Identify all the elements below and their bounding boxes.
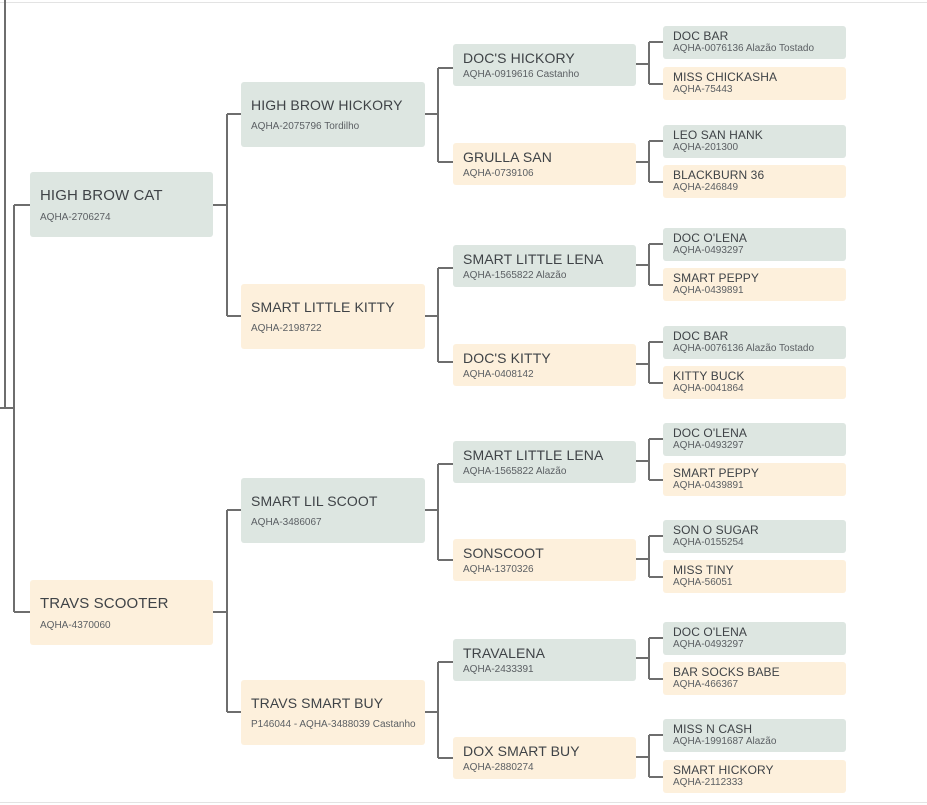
horse-registration: AQHA-56051: [673, 577, 733, 588]
horse-registration: AQHA-0439891: [673, 480, 744, 491]
horse-name: SMART HICKORY: [673, 763, 774, 777]
pedigree-node-gen2[interactable]: SMART LIL SCOOT AQHA-3486067: [241, 478, 425, 543]
horse-registration: AQHA-75443: [673, 84, 733, 95]
horse-name: SMART LIL SCOOT: [251, 493, 378, 509]
pedigree-node-gen3[interactable]: DOX SMART BUY AQHA-2880274: [453, 737, 636, 779]
pedigree-node-gen4[interactable]: BAR SOCKS BABE AQHA-466367: [663, 662, 846, 695]
horse-registration: AQHA-4370060: [40, 620, 111, 631]
pedigree-node-gen4[interactable]: DOC O'LENA AQHA-0493297: [663, 622, 846, 655]
horse-registration: AQHA-466367: [673, 679, 739, 690]
pedigree-node-gen3[interactable]: DOC'S HICKORY AQHA-0919616 Castanho: [453, 44, 636, 86]
horse-name: BAR SOCKS BABE: [673, 665, 780, 679]
horse-name: MISS CHICKASHA: [673, 70, 778, 84]
horse-name: HIGH BROW CAT: [40, 187, 163, 204]
pedigree-node-gen4[interactable]: DOC BAR AQHA-0076136 Alazão Tostado: [663, 26, 846, 59]
pedigree-node-gen3[interactable]: SONSCOOT AQHA-1370326: [453, 539, 636, 581]
horse-name: HIGH BROW HICKORY: [251, 97, 403, 113]
pedigree-node-gen4[interactable]: DOC O'LENA AQHA-0493297: [663, 423, 846, 456]
horse-name: DOC BAR: [673, 29, 729, 43]
horse-registration: AQHA-0408142: [463, 369, 534, 380]
pedigree-node-dam[interactable]: TRAVS SCOOTER AQHA-4370060: [30, 580, 213, 645]
pedigree-node-gen2[interactable]: HIGH BROW HICKORY AQHA-2075796 Tordilho: [241, 82, 425, 147]
horse-registration: AQHA-0155254: [673, 537, 744, 548]
horse-registration: AQHA-1991687 Alazão: [673, 736, 777, 747]
horse-name: DOC O'LENA: [673, 231, 747, 245]
horse-name: DOC'S KITTY: [463, 350, 551, 366]
horse-registration: AQHA-0493297: [673, 440, 744, 451]
pedigree-node-gen4[interactable]: SMART HICKORY AQHA-2112333: [663, 760, 846, 793]
pedigree-node-gen4[interactable]: MISS CHICKASHA AQHA-75443: [663, 67, 846, 100]
pedigree-node-gen2[interactable]: SMART LITTLE KITTY AQHA-2198722: [241, 284, 425, 349]
pedigree-node-gen4[interactable]: DOC O'LENA AQHA-0493297: [663, 228, 846, 261]
horse-name: SMART PEPPY: [673, 271, 760, 285]
horse-name: MISS N CASH: [673, 722, 753, 736]
pedigree-node-gen4[interactable]: SMART PEPPY AQHA-0439891: [663, 463, 846, 496]
horse-name: TRAVALENA: [463, 645, 546, 661]
horse-registration: AQHA-0919616 Castanho: [463, 69, 580, 80]
horse-name: MISS TINY: [673, 563, 734, 577]
horse-name: DOC O'LENA: [673, 625, 747, 639]
horse-name: SMART LITTLE KITTY: [251, 299, 395, 315]
horse-registration: AQHA-0439891: [673, 285, 744, 296]
pedigree-node-gen4[interactable]: KITTY BUCK AQHA-0041864: [663, 366, 846, 399]
horse-registration: AQHA-2433391: [463, 664, 534, 675]
horse-registration: AQHA-2706274: [40, 212, 111, 223]
horse-registration: AQHA-1565822 Alazão: [463, 270, 567, 281]
horse-registration: AQHA-2880274: [463, 762, 534, 773]
pedigree-node-gen4[interactable]: BLACKBURN 36 AQHA-246849: [663, 165, 846, 198]
bottom-border: [0, 802, 927, 803]
pedigree-node-gen4[interactable]: MISS TINY AQHA-56051: [663, 560, 846, 593]
pedigree-node-gen4[interactable]: MISS N CASH AQHA-1991687 Alazão: [663, 719, 846, 752]
horse-registration: AQHA-0493297: [673, 639, 744, 650]
horse-registration: AQHA-0076136 Alazão Tostado: [673, 43, 815, 54]
horse-name: SMART LITTLE LENA: [463, 251, 604, 267]
horse-registration: AQHA-2075796 Tordilho: [251, 121, 360, 132]
horse-name: DOC BAR: [673, 329, 729, 343]
horse-name: GRULLA SAN: [463, 149, 552, 165]
pedigree-node-gen4[interactable]: SON O SUGAR AQHA-0155254: [663, 520, 846, 553]
horse-name: KITTY BUCK: [673, 369, 745, 383]
horse-registration: AQHA-201300: [673, 142, 739, 153]
horse-registration: AQHA-2198722: [251, 323, 322, 334]
horse-name: DOC'S HICKORY: [463, 50, 575, 66]
pedigree-node-gen2[interactable]: TRAVS SMART BUY P146044 - AQHA-3488039 C…: [241, 680, 425, 745]
horse-name: SMART LITTLE LENA: [463, 447, 604, 463]
horse-name: DOX SMART BUY: [463, 743, 580, 759]
horse-registration: AQHA-1565822 Alazão: [463, 466, 567, 477]
horse-registration: P146044 - AQHA-3488039 Castanho: [251, 719, 416, 730]
horse-registration: AQHA-3486067: [251, 517, 322, 528]
horse-registration: AQHA-246849: [673, 182, 739, 193]
horse-name: SON O SUGAR: [673, 523, 759, 537]
horse-registration: AQHA-0041864: [673, 383, 744, 394]
pedigree-node-gen3[interactable]: TRAVALENA AQHA-2433391: [453, 639, 636, 681]
pedigree-node-gen4[interactable]: LEO SAN HANK AQHA-201300: [663, 125, 846, 158]
horse-name: TRAVS SCOOTER: [40, 595, 169, 612]
pedigree-node-gen3[interactable]: SMART LITTLE LENA AQHA-1565822 Alazão: [453, 245, 636, 287]
horse-registration: AQHA-2112333: [673, 777, 743, 788]
pedigree-node-gen3[interactable]: DOC'S KITTY AQHA-0408142: [453, 344, 636, 386]
top-border: [0, 2, 927, 3]
horse-registration: AQHA-0493297: [673, 245, 744, 256]
horse-name: LEO SAN HANK: [673, 128, 763, 142]
horse-name: BLACKBURN 36: [673, 168, 765, 182]
pedigree-node-gen4[interactable]: DOC BAR AQHA-0076136 Alazão Tostado: [663, 326, 846, 359]
pedigree-node-gen3[interactable]: GRULLA SAN AQHA-0739106: [453, 143, 636, 185]
horse-registration: AQHA-0739106: [463, 168, 534, 179]
pedigree-node-gen3[interactable]: SMART LITTLE LENA AQHA-1565822 Alazão: [453, 441, 636, 483]
horse-registration: AQHA-0076136 Alazão Tostado: [673, 343, 815, 354]
horse-registration: AQHA-1370326: [463, 564, 534, 575]
pedigree-node-sire[interactable]: HIGH BROW CAT AQHA-2706274: [30, 172, 213, 237]
pedigree-node-gen4[interactable]: SMART PEPPY AQHA-0439891: [663, 268, 846, 301]
horse-name: TRAVS SMART BUY: [251, 695, 384, 711]
horse-name: SMART PEPPY: [673, 466, 760, 480]
horse-name: SONSCOOT: [463, 545, 544, 561]
horse-name: DOC O'LENA: [673, 426, 747, 440]
